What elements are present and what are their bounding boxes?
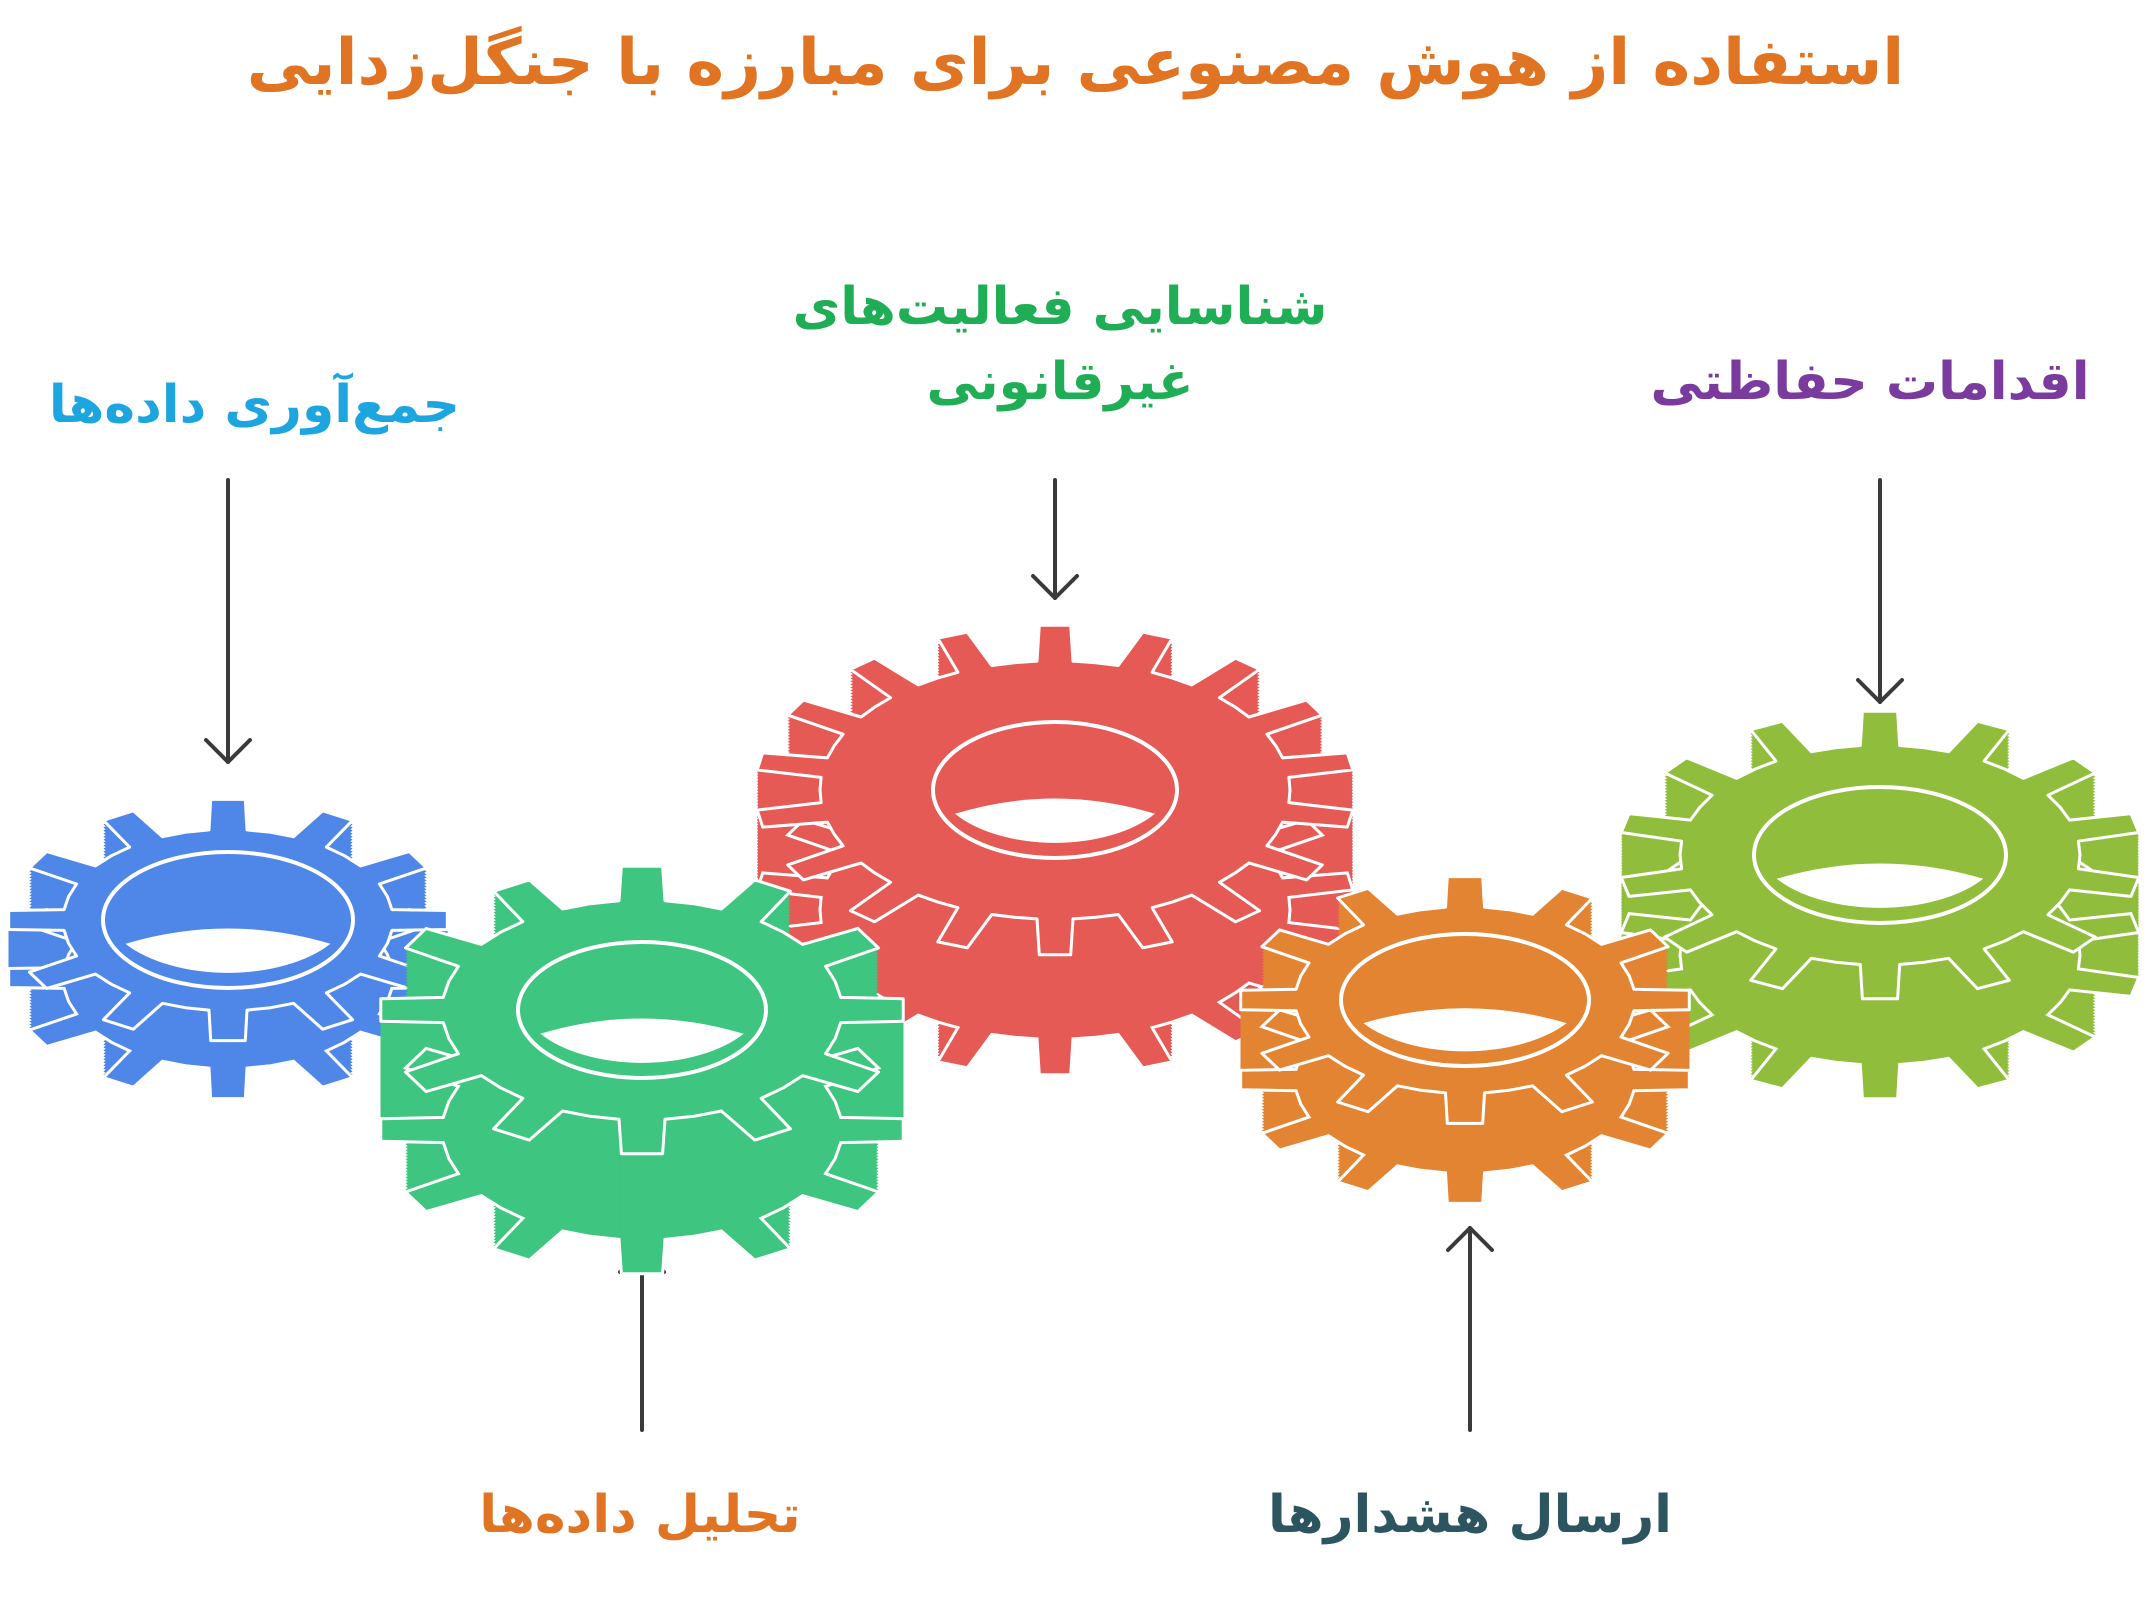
page-title: استفاده از هوش مصنوعی برای مبارزه با جنگ…	[246, 26, 1905, 100]
step-label-protective-measures: اقدامات حفاظتی	[1650, 352, 2090, 412]
gear-hole-inner-wall	[1363, 1008, 1567, 1052]
gear-hole-inner-wall	[540, 1018, 744, 1063]
gear-icon-data-collection	[7, 797, 449, 1101]
step-label-illegal-activity-line1: شناسایی فعالیت‌های	[792, 277, 1328, 337]
gear-icon-send-alerts	[1239, 875, 1691, 1205]
gear-icon-data-analysis	[379, 864, 905, 1276]
arrow-up-data-analysis	[618, 1248, 666, 1432]
gear-icon-illegal-activity	[755, 623, 1355, 1077]
gear-hole-inner-wall	[1776, 863, 1984, 908]
arrow-down-protective-measures	[1856, 478, 1904, 704]
step-label-illegal-activity-detection: شناسایی فعالیت‌های غیرقانونی	[780, 270, 1340, 421]
arrow-down-data-collection	[204, 478, 252, 764]
gear-icon-protective-measures	[1619, 709, 2141, 1101]
gear-hole-inner-wall	[954, 798, 1156, 843]
step-label-send-alerts: ارسال هشدارها	[1268, 1485, 1672, 1545]
arrow-up-send-alerts	[1446, 1226, 1494, 1432]
step-label-data-analysis: تحلیل داده‌ها	[479, 1485, 801, 1545]
arrow-down-illegal-activity	[1031, 478, 1079, 600]
step-label-illegal-activity-line2: غیرقانونی	[926, 352, 1194, 413]
step-label-data-collection: جمع‌آوری داده‌ها	[48, 375, 460, 435]
gear-hole-inner-wall	[125, 928, 331, 973]
gears-group	[7, 623, 2141, 1276]
